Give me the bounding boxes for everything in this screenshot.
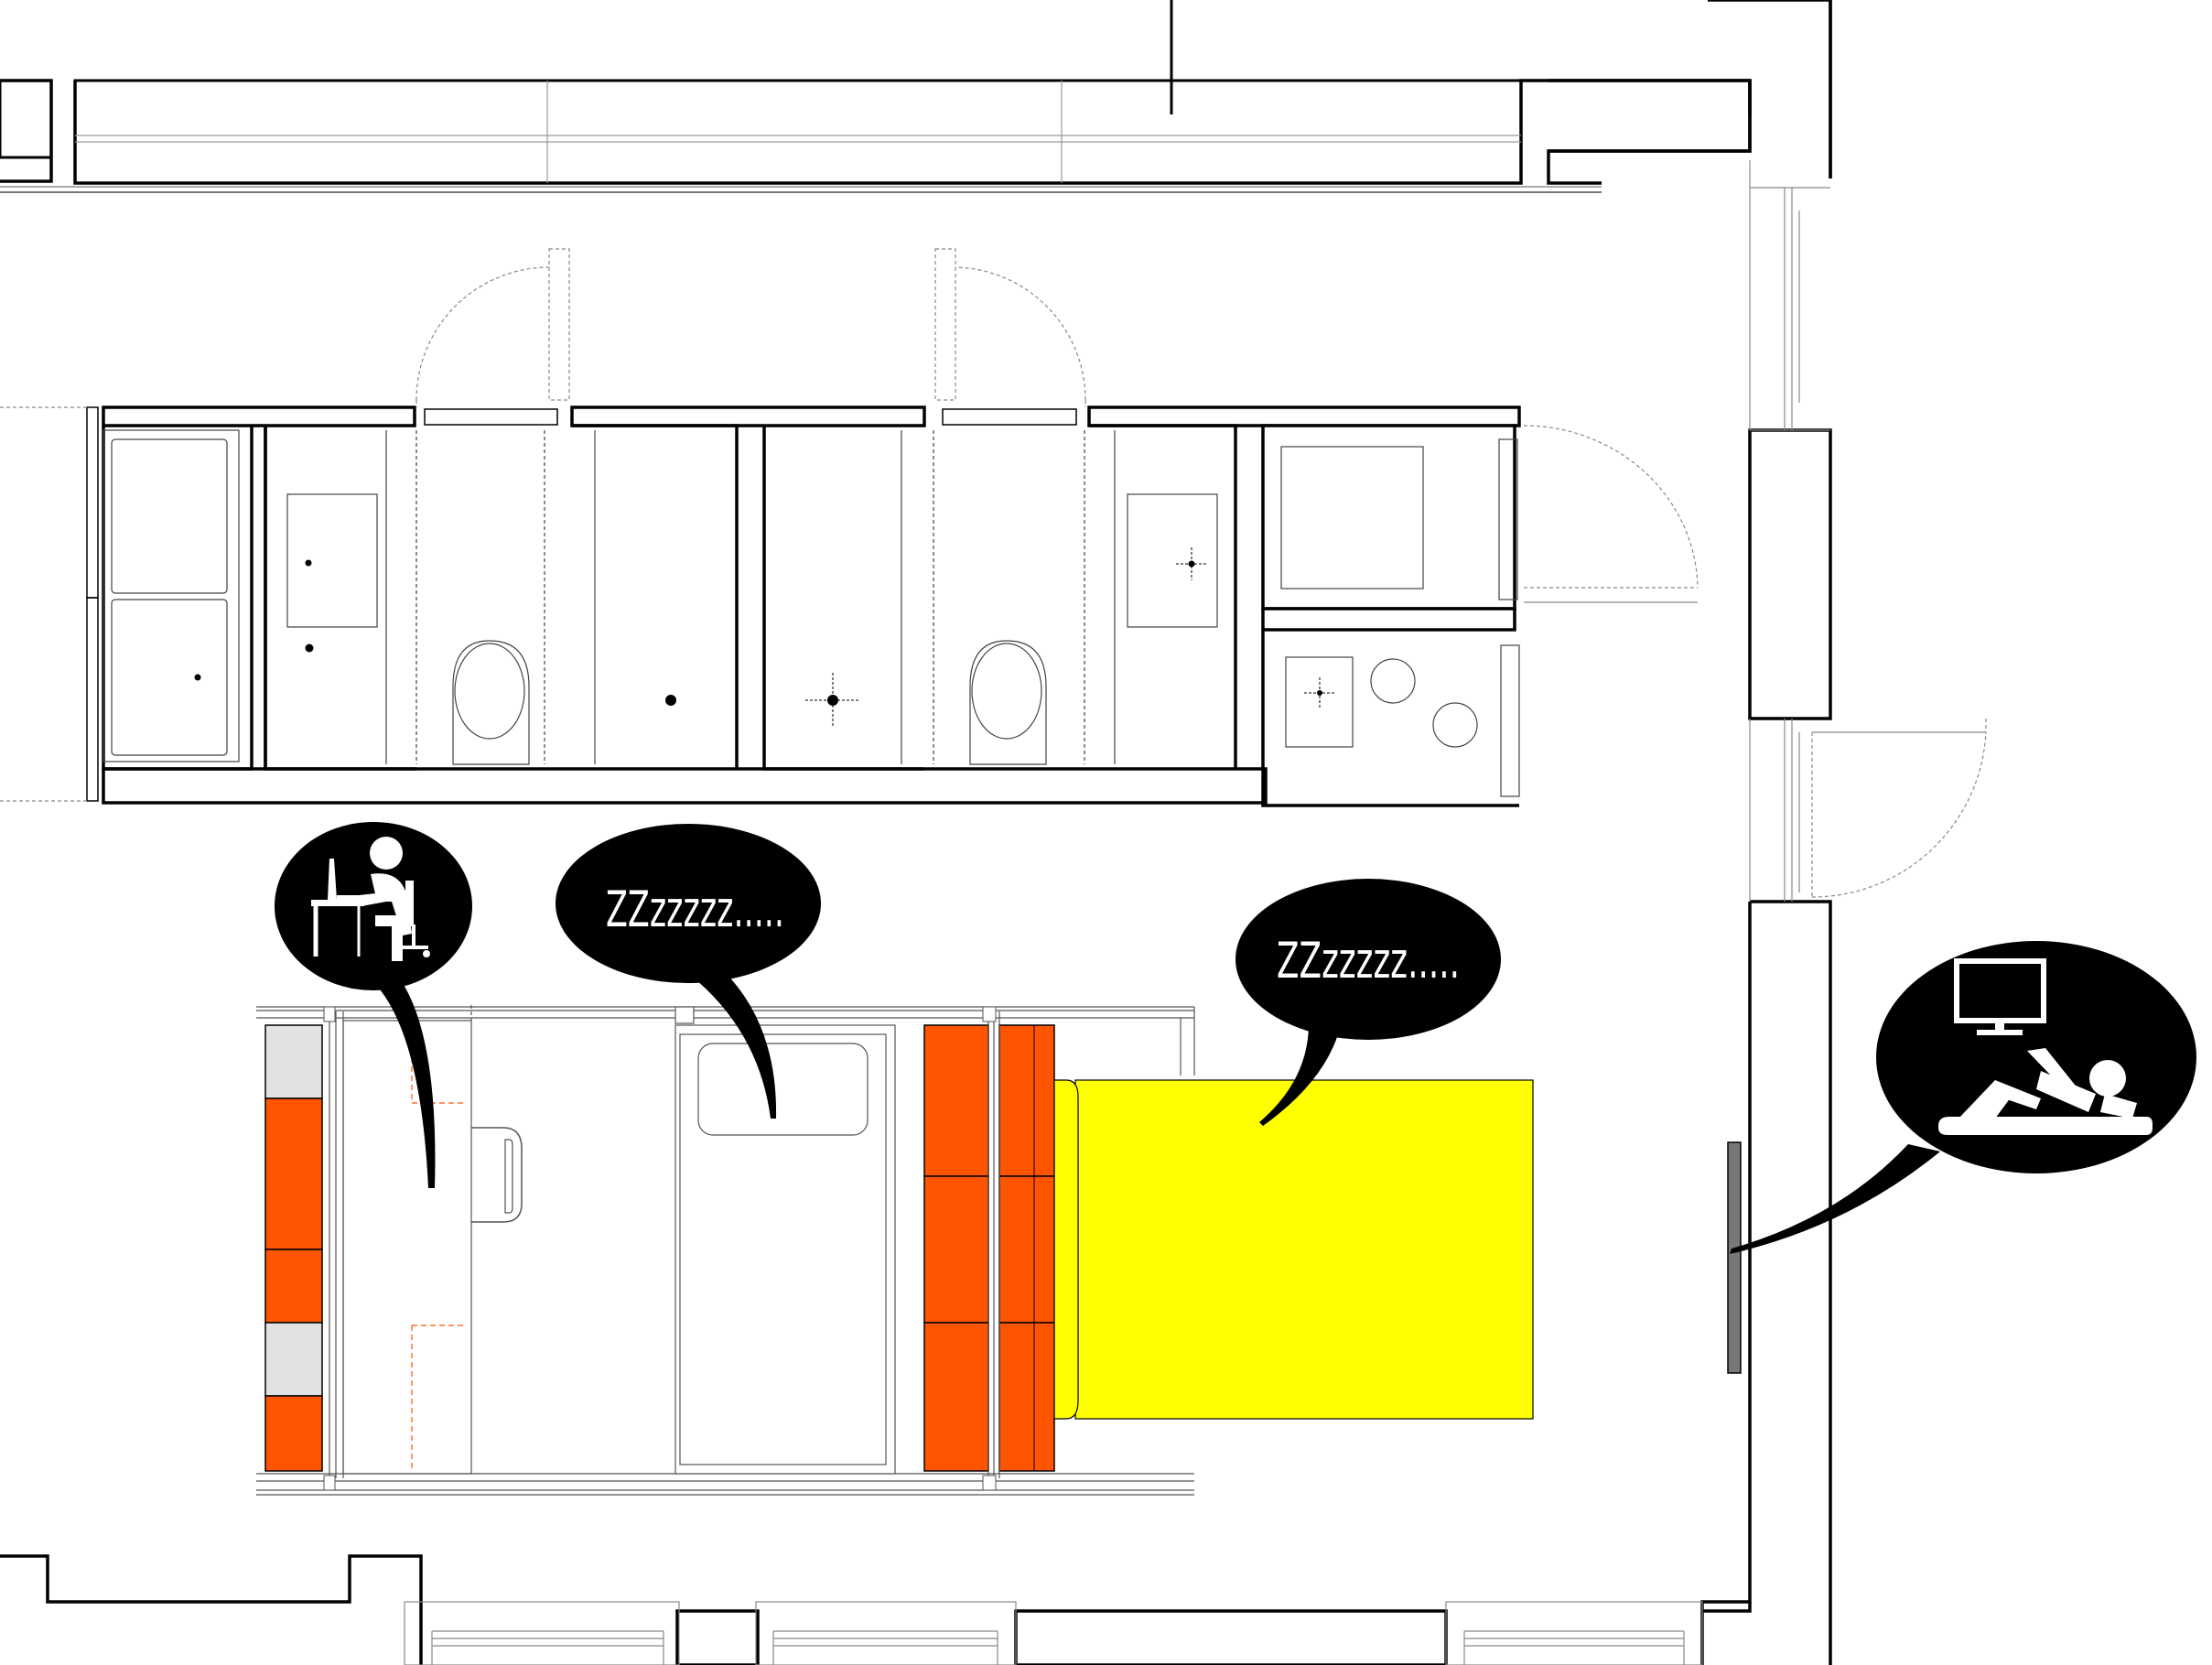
desk — [342, 1005, 523, 1475]
right-window-top — [1749, 160, 1830, 431]
bathroom-partitions — [102, 424, 1519, 807]
sleep-text-double: ZZzzzzz..... — [1277, 932, 1460, 989]
bubble-sleep-single: ZZzzzzz..... — [556, 824, 821, 1119]
right-wall — [1548, 0, 1832, 1665]
storage-wall-right — [923, 1006, 1055, 1491]
crosshair-marks — [805, 547, 1336, 728]
top-wall — [0, 0, 1832, 185]
single-bed — [674, 1006, 896, 1475]
bathroom-block — [86, 405, 1521, 805]
drain-points — [194, 559, 1322, 706]
person-lying-watching-tv-icon — [1938, 1048, 2153, 1135]
bottom-windows — [404, 1601, 1703, 1665]
person-at-desk-with-laptop-icon — [311, 837, 430, 961]
sleep-text-single: ZZzzzzz..... — [606, 881, 784, 938]
door-swings — [0, 248, 1699, 802]
bottom-wall — [0, 1554, 1752, 1665]
bubble-sleep-double: ZZzzzzz..... — [1235, 879, 1501, 1126]
bathroom-fixtures — [103, 429, 1520, 797]
right-exterior-door — [1749, 719, 1987, 902]
double-bed — [1053, 1079, 1534, 1420]
tv-panel — [1727, 1141, 1742, 1374]
bubble-work — [275, 822, 472, 1188]
storage-wall-left — [264, 1006, 344, 1491]
top-window — [0, 79, 1602, 193]
tv-icon — [1954, 958, 2046, 1035]
bubble-tv — [1730, 941, 2196, 1254]
